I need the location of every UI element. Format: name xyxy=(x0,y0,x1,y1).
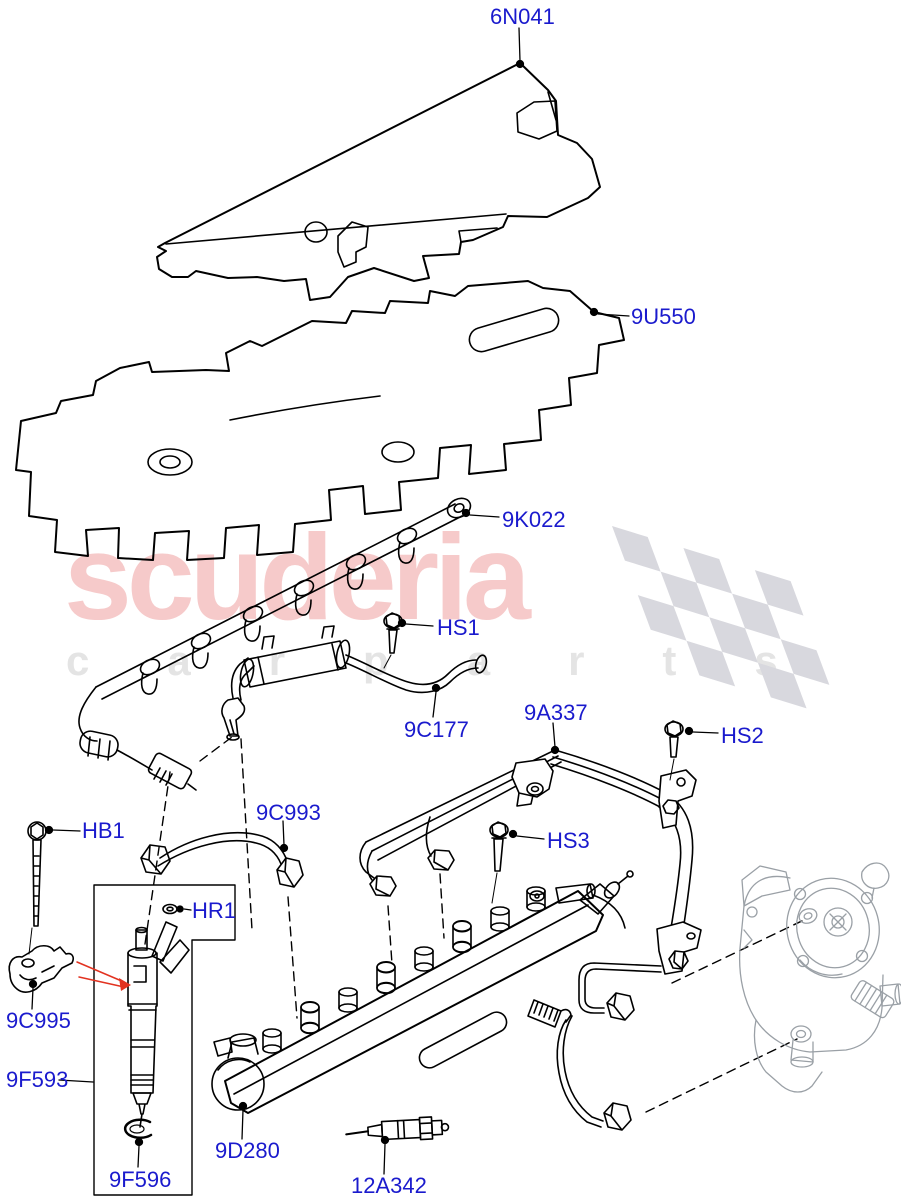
screw-hs3-drawing xyxy=(489,821,509,904)
part-label-HS3[interactable]: HS3 xyxy=(547,828,590,853)
part-label-9K022[interactable]: 9K022 xyxy=(502,507,566,532)
upper-acoustic-cover-drawing xyxy=(156,62,601,301)
part-label-HB1[interactable]: HB1 xyxy=(82,818,125,843)
screw-hs2-drawing xyxy=(664,720,684,781)
part-label-HS2[interactable]: HS2 xyxy=(721,723,764,748)
glow-plug-drawing xyxy=(345,1116,450,1141)
part-label-9C993[interactable]: 9C993 xyxy=(256,800,321,825)
pointer-arrows xyxy=(76,961,131,991)
part-label-HR1[interactable]: HR1 xyxy=(192,898,237,923)
bolt-hb1-drawing xyxy=(27,821,47,927)
watermark-tagline: carparts xyxy=(66,637,856,684)
part-label-9C995[interactable]: 9C995 xyxy=(6,1008,71,1033)
injector-pipe-drawing xyxy=(140,832,304,888)
part-label-HS1[interactable]: HS1 xyxy=(437,615,480,640)
injector-kit-box xyxy=(93,884,236,1196)
part-label-9D280[interactable]: 9D280 xyxy=(215,1138,280,1163)
injection-pump-drawing xyxy=(738,862,901,1093)
part-label-12A342[interactable]: 12A342 xyxy=(351,1173,427,1198)
part-label-9F593[interactable]: 9F593 xyxy=(6,1067,69,1092)
fuel-hose-drawing xyxy=(221,625,488,741)
washer-hr1-drawing xyxy=(162,903,178,915)
checkered-flag-icon xyxy=(612,526,830,709)
injection-pipes-drawing xyxy=(359,749,702,1131)
fuel-injector-drawing xyxy=(127,921,190,1128)
brand-watermark: scuderia xyxy=(64,509,531,645)
glow-plug-harness-drawing xyxy=(78,497,472,791)
part-label-9A337[interactable]: 9A337 xyxy=(524,700,588,725)
sealing-washer-drawing xyxy=(123,1118,153,1140)
part-label-9U550[interactable]: 9U550 xyxy=(631,304,696,329)
part-label-9F596[interactable]: 9F596 xyxy=(109,1167,172,1192)
assembly-dashed-lines xyxy=(144,736,807,1113)
fuel-rail-drawing xyxy=(211,870,634,1114)
lower-acoustic-cover-drawing xyxy=(15,280,625,561)
leader-lines xyxy=(28,27,719,1175)
part-label-6N041[interactable]: 6N041 xyxy=(490,4,555,29)
part-label-9C177[interactable]: 9C177 xyxy=(404,717,469,742)
injector-clamp-drawing xyxy=(8,927,74,993)
